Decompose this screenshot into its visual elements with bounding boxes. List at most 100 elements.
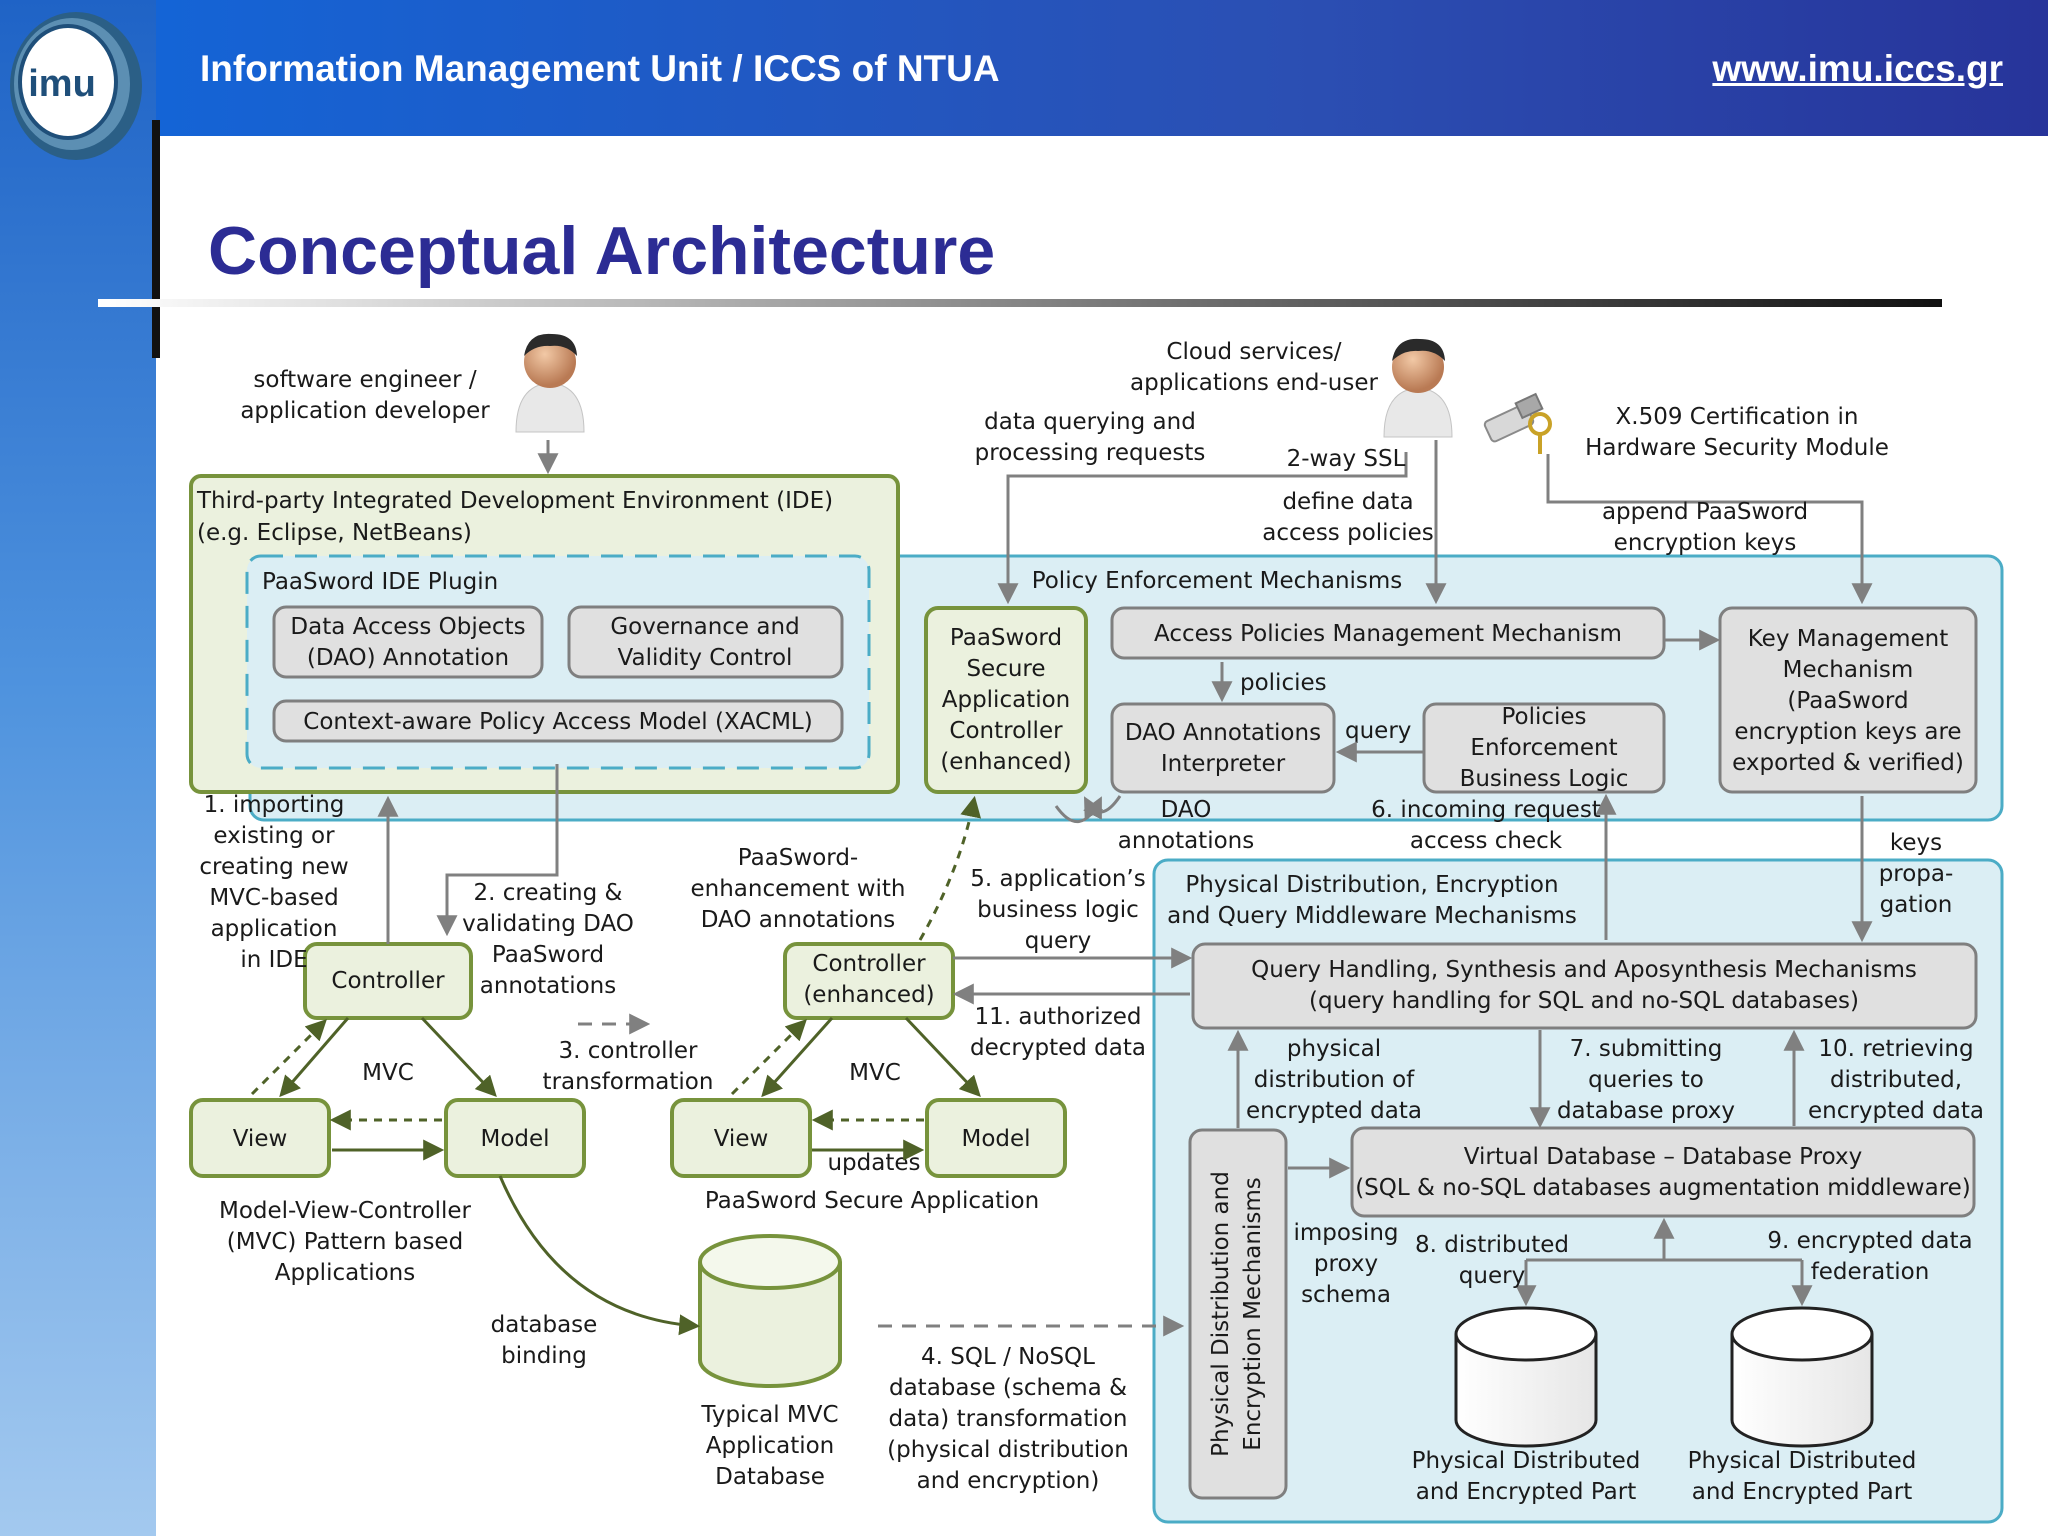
mvc-model-box: Model: [444, 1098, 586, 1178]
mvc-view-box: View: [189, 1098, 331, 1178]
svg-text:Cloud services/: Cloud services/: [1166, 339, 1341, 365]
svg-text:encryption keys: encryption keys: [1614, 530, 1797, 556]
svg-text:transformation: transformation: [543, 1069, 714, 1095]
svg-text:gation: gation: [1880, 892, 1953, 918]
mvc-arrows: [250, 795, 981, 1336]
encrypted-part-label-1: Physical Distributed and Encrypted Part: [1412, 1448, 1641, 1505]
updates-label: updates: [827, 1150, 920, 1176]
svg-text:database: database: [491, 1312, 598, 1338]
svg-text:Application: Application: [706, 1433, 835, 1459]
encrypted-part-label-2: Physical Distributed and Encrypted Part: [1688, 1448, 1917, 1505]
svg-text:data) transformation: data) transformation: [889, 1406, 1128, 1432]
svg-text:Controller: Controller: [812, 951, 926, 977]
svg-text:data querying and: data querying and: [984, 409, 1196, 435]
encrypted-part-db-icon-1: [1454, 1306, 1598, 1448]
svg-text:Model: Model: [480, 1126, 549, 1152]
svg-text:View: View: [714, 1126, 769, 1152]
svg-text:distributed,: distributed,: [1830, 1067, 1962, 1093]
svg-text:PaaSword: PaaSword: [492, 942, 604, 968]
svg-text:Physical Distribution, Encrypt: Physical Distribution, Encryption: [1185, 872, 1558, 898]
svg-text:encrypted data: encrypted data: [1808, 1098, 1984, 1124]
svg-text:Application: Application: [942, 687, 1071, 713]
svg-text:and Encrypted Part: and Encrypted Part: [1692, 1479, 1913, 1505]
label-retrieving: 10. retrieving distributed, encrypted da…: [1808, 1036, 1984, 1124]
svg-text:Enforcement: Enforcement: [1470, 735, 1617, 761]
svg-text:Validity Control: Validity Control: [618, 645, 793, 671]
svg-text:9. encrypted data: 9. encrypted data: [1767, 1228, 1972, 1254]
svg-text:database (schema &: database (schema &: [889, 1375, 1127, 1401]
svg-text:Controller: Controller: [331, 968, 445, 994]
policies-enforcement-logic-box: Policies Enforcement Business Logic: [1422, 702, 1666, 794]
svg-text:(enhanced): (enhanced): [803, 982, 934, 1008]
svg-text:software engineer /: software engineer /: [253, 367, 476, 393]
mvc-right-label: MVC: [849, 1060, 901, 1086]
svg-text:(physical distribution: (physical distribution: [887, 1437, 1129, 1463]
label-data-querying: data querying and processing requests: [975, 409, 1206, 466]
svg-text:imposing: imposing: [1293, 1220, 1398, 1246]
svg-text:access check: access check: [1410, 828, 1563, 854]
svg-text:query: query: [1459, 1263, 1525, 1289]
connector-arrows: [377, 440, 1873, 1337]
svg-text:Physical Distribution and: Physical Distribution and: [1208, 1171, 1234, 1457]
svg-text:6. incoming request: 6. incoming request: [1371, 797, 1601, 823]
svg-text:Controller: Controller: [949, 718, 1063, 744]
label-dao-annotations: DAO annotations: [1118, 797, 1254, 854]
label-distributed-query: 8. distributed query: [1415, 1232, 1569, 1289]
key-management-box: Key Management Mechanism (PaaSword encry…: [1718, 606, 1978, 794]
enhanced-controller-box: Controller (enhanced): [783, 942, 955, 1020]
svg-text:Hardware Security Module: Hardware Security Module: [1585, 435, 1889, 461]
dao-interpreter-box: DAO Annotations Interpreter: [1110, 702, 1336, 794]
svg-text:DAO Annotations: DAO Annotations: [1125, 720, 1321, 746]
svg-text:Interpreter: Interpreter: [1161, 751, 1286, 777]
accent-vertical-line: [152, 120, 160, 358]
mvc-left-caption: Model-View-Controller (MVC) Pattern base…: [219, 1198, 472, 1286]
svg-text:Secure: Secure: [966, 656, 1045, 682]
svg-text:binding: binding: [501, 1343, 587, 1369]
label-imposing-schema: imposing proxy schema: [1293, 1220, 1398, 1308]
svg-text:(PaaSword: (PaaSword: [1787, 688, 1908, 714]
end-user-label: Cloud services/ applications end-user: [1130, 339, 1379, 396]
label-incoming-request: 6. incoming request access check: [1371, 797, 1601, 854]
svg-text:Encryption Mechanisms: Encryption Mechanisms: [1240, 1177, 1266, 1450]
svg-text:Typical MVC: Typical MVC: [700, 1402, 838, 1428]
svg-text:Query Handling, Synthesis and: Query Handling, Synthesis and Aposynthes…: [1251, 957, 1917, 983]
svg-text:existing or: existing or: [213, 823, 335, 849]
secure-app-caption: PaaSword Secure Application: [705, 1188, 1039, 1214]
svg-text:(DAO) Annotation: (DAO) Annotation: [307, 645, 509, 671]
svg-text:11. authorized: 11. authorized: [975, 1004, 1142, 1030]
svg-text:Physical Distributed: Physical Distributed: [1688, 1448, 1917, 1474]
svg-text:DAO annotations: DAO annotations: [701, 907, 896, 933]
svg-text:propa-: propa-: [1879, 861, 1954, 887]
svg-text:application developer: application developer: [240, 398, 490, 424]
svg-text:Business Logic: Business Logic: [1460, 766, 1629, 792]
encrypted-part-db-icon-2: [1730, 1306, 1874, 1448]
svg-text:Data Access Objects: Data Access Objects: [290, 614, 525, 640]
label-2way-ssl: 2-way SSL: [1287, 446, 1406, 472]
svg-text:1. importing: 1. importing: [204, 792, 345, 818]
svg-text:access policies: access policies: [1262, 520, 1433, 546]
policy-enforcement-title: Policy Enforcement Mechanisms: [1032, 568, 1403, 594]
hsm-label: X.509 Certification in Hardware Security…: [1585, 404, 1889, 461]
svg-text:(SQL & no-SQL databases augmen: (SQL & no-SQL databases augmentation mid…: [1355, 1175, 1971, 1201]
svg-text:5. application’s: 5. application’s: [970, 866, 1145, 892]
virtual-database-proxy-box: Virtual Database – Database Proxy (SQL &…: [1350, 1126, 1976, 1218]
svg-text:encrypted data: encrypted data: [1246, 1098, 1422, 1124]
svg-text:queries to: queries to: [1588, 1067, 1704, 1093]
label-controller-transformation: 3. controller transformation: [543, 1038, 714, 1095]
physical-distribution-mechanisms-box: Physical Distribution and Encryption Mec…: [1188, 1128, 1288, 1500]
svg-text:annotations: annotations: [1118, 828, 1254, 854]
svg-text:Database: Database: [715, 1464, 825, 1490]
label-append-keys: append PaaSword encryption keys: [1602, 499, 1808, 556]
imu-logo: imu: [10, 12, 142, 160]
svg-text:business logic: business logic: [977, 897, 1139, 923]
secure-controller-box: PaaSword Secure Application Controller (…: [924, 606, 1088, 794]
svg-text:Model-View-Controller: Model-View-Controller: [219, 1198, 472, 1224]
developer-label: software engineer / application develope…: [240, 367, 490, 424]
developer-person-icon: [515, 333, 585, 433]
svg-text:(query handling for SQL and no: (query handling for SQL and no-SQL datab…: [1309, 988, 1859, 1014]
query-label: query: [1345, 718, 1411, 744]
svg-text:Access Policies Management Mec: Access Policies Management Mechanism: [1154, 621, 1622, 647]
header-url-link[interactable]: www.imu.iccs.gr: [1712, 48, 2003, 89]
svg-text:DAO: DAO: [1161, 797, 1212, 823]
